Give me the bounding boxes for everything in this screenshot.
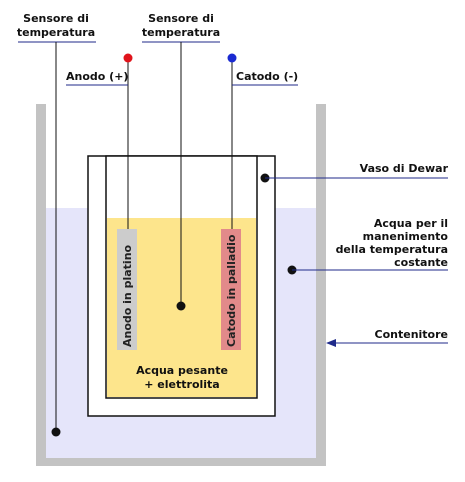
electrolyte-label-line2: + elettrolita (144, 378, 219, 391)
palladium-cathode (221, 229, 241, 350)
sensor-left-label-line2: temperatura (17, 26, 95, 39)
cathode-electrode-label: Catodo in palladio (225, 234, 238, 347)
container-arrow-head (326, 339, 336, 347)
bath-label-line1: Acqua per il (374, 217, 448, 230)
anode-terminal-label: Anodo (+) (66, 70, 128, 83)
container-label: Contenitore (375, 328, 448, 341)
sensor-center-tip (176, 301, 186, 311)
sensor-center-label-line2: temperatura (142, 26, 220, 39)
sensor-center-label-line1: Sensore di (148, 12, 214, 25)
bath-label-line2: manenimento (363, 230, 449, 243)
sensor-left-label-line1: Sensore di (23, 12, 89, 25)
platinum-anode (117, 229, 137, 350)
cathode-terminal (227, 53, 237, 63)
dewar-label: Vaso di Dewar (360, 162, 449, 175)
anode-electrode-label: Anodo in platino (121, 244, 134, 347)
electrolyte-label-line1: Acqua pesante (136, 364, 228, 377)
bath-label-line3: della temperatura (336, 243, 448, 256)
anode-terminal (123, 53, 133, 63)
sensor-left-tip (51, 427, 61, 437)
cathode-terminal-label: Catodo (-) (236, 70, 298, 83)
bath-label-line4: costante (394, 256, 448, 269)
